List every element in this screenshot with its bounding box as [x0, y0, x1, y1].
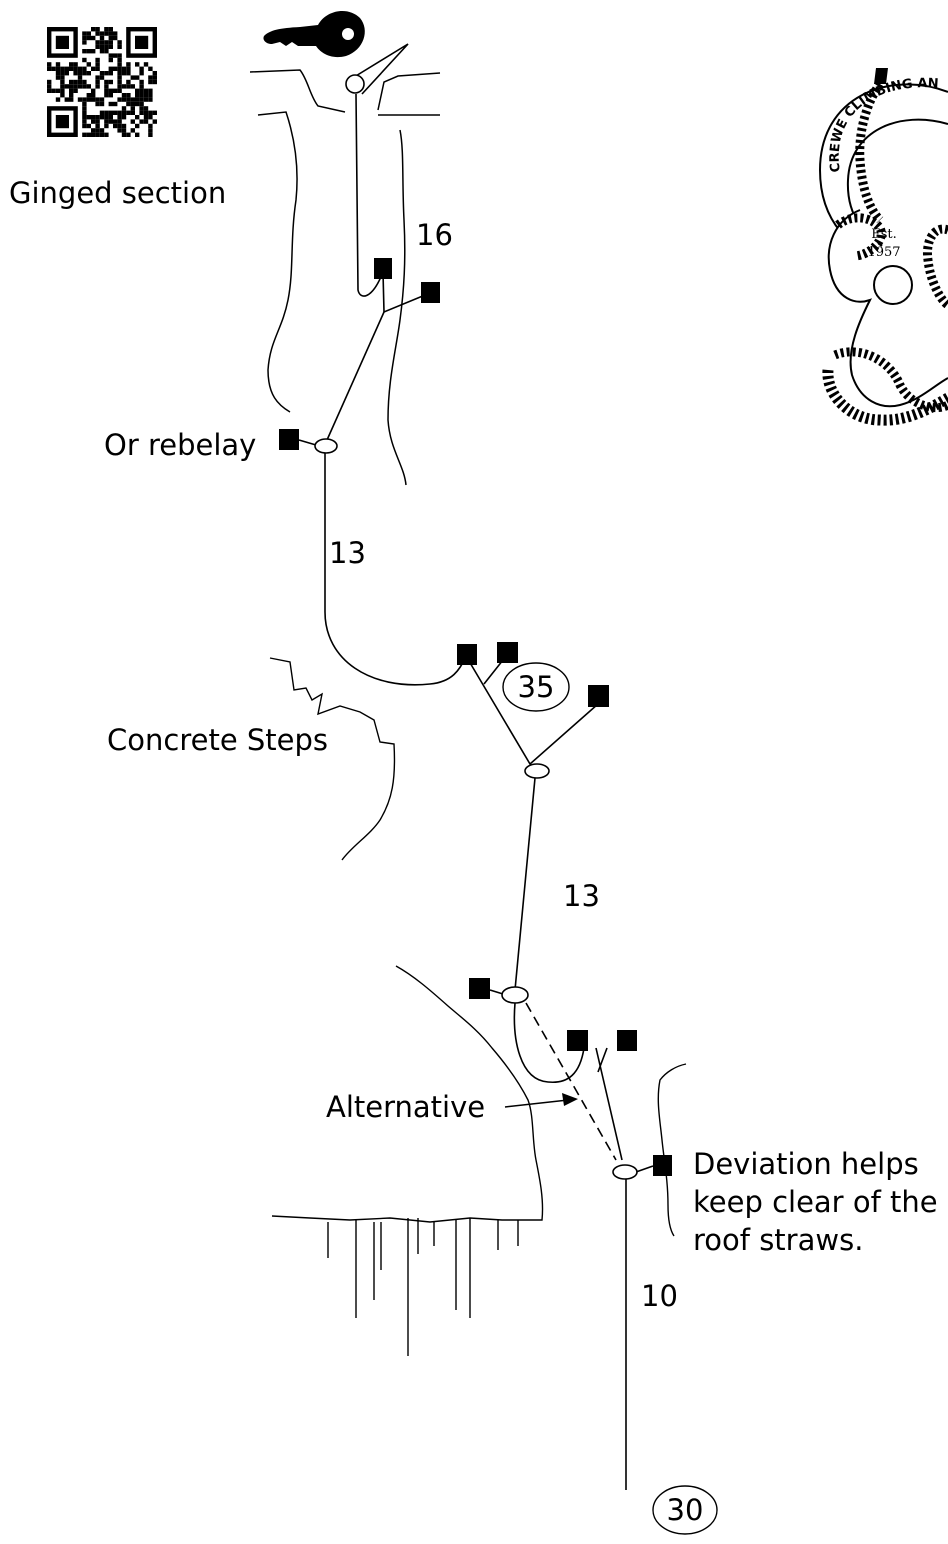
anchor-bolt-icon: [457, 642, 609, 707]
deviation-label-line2: keep clear of the: [693, 1185, 938, 1219]
rope-length-lower: 30: [667, 1493, 704, 1527]
or-rebelay-label: Or rebelay: [104, 428, 256, 462]
deviation-label-line3: roof straws.: [693, 1223, 863, 1257]
club-logo-icon: CREWE CLIMBING AND POTHOLING Est. 1957: [0, 0, 948, 426]
rope-length-badge-35: 35: [502, 662, 570, 712]
pitch-length-4: 10: [641, 1279, 678, 1313]
rope-pitch-3: [489, 986, 654, 1490]
rope-pitch-2: [465, 655, 599, 991]
anchor-bolt-icon: [469, 978, 672, 1176]
concrete-steps-label: Concrete Steps: [107, 723, 328, 757]
anchor-bolt-icon: [279, 258, 440, 450]
logo-year: 1957: [867, 245, 900, 260]
roof-straws: [327, 1218, 519, 1356]
rope-length-badge-30: 30: [652, 1485, 718, 1535]
alternative-arrow: [504, 1093, 578, 1108]
concrete-steps-outline: [269, 657, 396, 861]
key-icon: [263, 10, 365, 58]
pitch-length-2: 13: [329, 536, 366, 570]
ginged-section-label: Ginged section: [9, 176, 226, 210]
rope-pitch-1: [298, 271, 467, 686]
alternative-label: Alternative: [326, 1090, 485, 1124]
top-belay: [345, 43, 409, 297]
qr-code-icon: [47, 27, 157, 137]
logo-est-label: Est.: [871, 227, 897, 242]
lower-walls: [271, 965, 687, 1237]
rope-length-upper: 35: [518, 670, 555, 704]
pitch-length-3: 13: [563, 879, 600, 913]
deviation-label-line1: Deviation helps: [693, 1147, 919, 1181]
entrance-walls: [249, 69, 441, 486]
pitch-length-1: 16: [416, 218, 453, 252]
